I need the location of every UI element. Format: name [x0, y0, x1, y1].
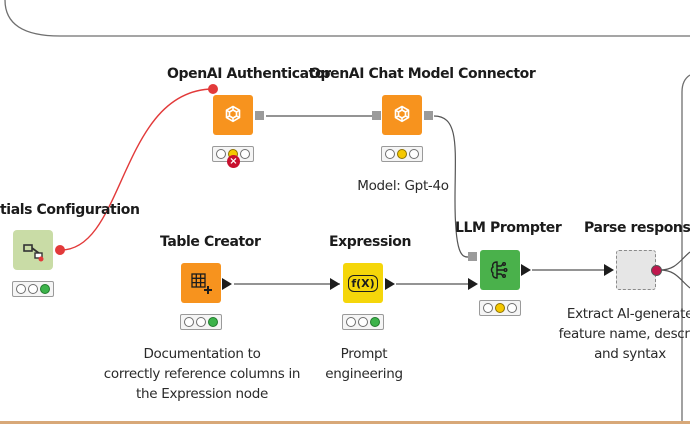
status-light-red [216, 149, 226, 159]
openai-authenticator-node[interactable] [213, 95, 253, 135]
ai-brain-icon [490, 261, 508, 279]
node-title-openai-chat-model-connector: OpenAI Chat Model Connector [309, 66, 536, 82]
input-port-expression [330, 278, 340, 290]
credential-connection [60, 88, 214, 251]
status-light-yellow [28, 284, 38, 294]
status-light-yellow [397, 149, 407, 159]
node-annotation-parse-responses: Extract AI-generate feature name, descri… [555, 304, 690, 364]
table-creator-node[interactable] [181, 263, 221, 303]
openai-logo-icon [394, 105, 410, 123]
status-lights-llm-prompter [479, 300, 521, 316]
model-input-port-connector[interactable] [372, 111, 381, 120]
annotation-line: engineering [325, 366, 403, 382]
node-title-expression: Expression [329, 234, 412, 250]
credentials-icon [23, 244, 44, 262]
annotation-line: and syntax [594, 346, 666, 362]
model-input-port-prompter[interactable] [468, 252, 477, 261]
node-title-parse-responses: Parse responses [584, 220, 690, 236]
node-title-table-creator: Table Creator [160, 234, 261, 250]
error-badge-icon: × [227, 155, 240, 168]
table-add-icon [191, 273, 212, 294]
data-connection-out [659, 251, 690, 271]
status-lights-table-creator [180, 314, 222, 330]
data-connection-out-2 [659, 269, 690, 289]
annotation-box-outline [4, 0, 690, 37]
status-lights-expression [342, 314, 384, 330]
credentials-configuration-node[interactable] [13, 230, 53, 270]
node-annotation-connector: Model: Gpt-4o [357, 178, 449, 194]
output-port-table-creator [222, 278, 232, 290]
status-lights-credentials [12, 281, 54, 297]
expression-node[interactable]: f(X) [343, 263, 383, 303]
node-title-credentials-configuration: tials Configuration [0, 202, 140, 218]
input-port-llm-prompter [468, 278, 478, 290]
annotation-line: the Expression node [135, 386, 268, 402]
node-title-llm-prompter: LLM Prompter [455, 220, 562, 236]
input-port-parse [604, 264, 614, 276]
openai-chat-model-connector-node[interactable] [382, 95, 422, 135]
output-port-llm-prompter [521, 264, 531, 276]
annotation-box-outline-right [681, 74, 690, 424]
node-title-openai-authenticator: OpenAI Authenticator [167, 66, 331, 82]
parse-responses-metanode[interactable] [616, 250, 656, 290]
status-light-yellow [358, 317, 368, 327]
status-light-green [240, 149, 250, 159]
node-annotation-expression: Prompt engineering [314, 344, 414, 384]
status-lights-connector [381, 146, 423, 162]
status-light-green [370, 317, 380, 327]
annotation-line: correctly reference columns in [103, 366, 301, 382]
status-light-green [507, 303, 517, 313]
status-light-yellow [196, 317, 206, 327]
node-annotation-table-creator: Documentation to correctly reference col… [102, 344, 302, 404]
annotation-line: Extract AI-generate [566, 306, 690, 322]
function-icon: f(X) [348, 274, 378, 292]
status-light-red [385, 149, 395, 159]
status-light-red [16, 284, 26, 294]
credential-input-port[interactable] [208, 84, 218, 94]
metanode-output-port[interactable] [651, 265, 662, 276]
model-output-port-authenticator[interactable] [255, 111, 264, 120]
status-light-red [483, 303, 493, 313]
model-output-port-connector[interactable] [424, 111, 433, 120]
annotation-line: feature name, descrip [558, 326, 690, 342]
credential-output-port[interactable] [55, 245, 65, 255]
annotation-line: Prompt [340, 346, 388, 362]
canvas-bottom-border [0, 421, 690, 424]
status-light-green [409, 149, 419, 159]
status-light-red [184, 317, 194, 327]
output-port-expression [385, 278, 395, 290]
status-light-green [208, 317, 218, 327]
model-connection-prompter [433, 115, 469, 258]
status-light-yellow [495, 303, 505, 313]
status-light-red [346, 317, 356, 327]
llm-prompter-node[interactable] [480, 250, 520, 290]
status-light-green [40, 284, 50, 294]
openai-logo-icon [225, 105, 241, 123]
annotation-line: Documentation to [143, 346, 261, 362]
